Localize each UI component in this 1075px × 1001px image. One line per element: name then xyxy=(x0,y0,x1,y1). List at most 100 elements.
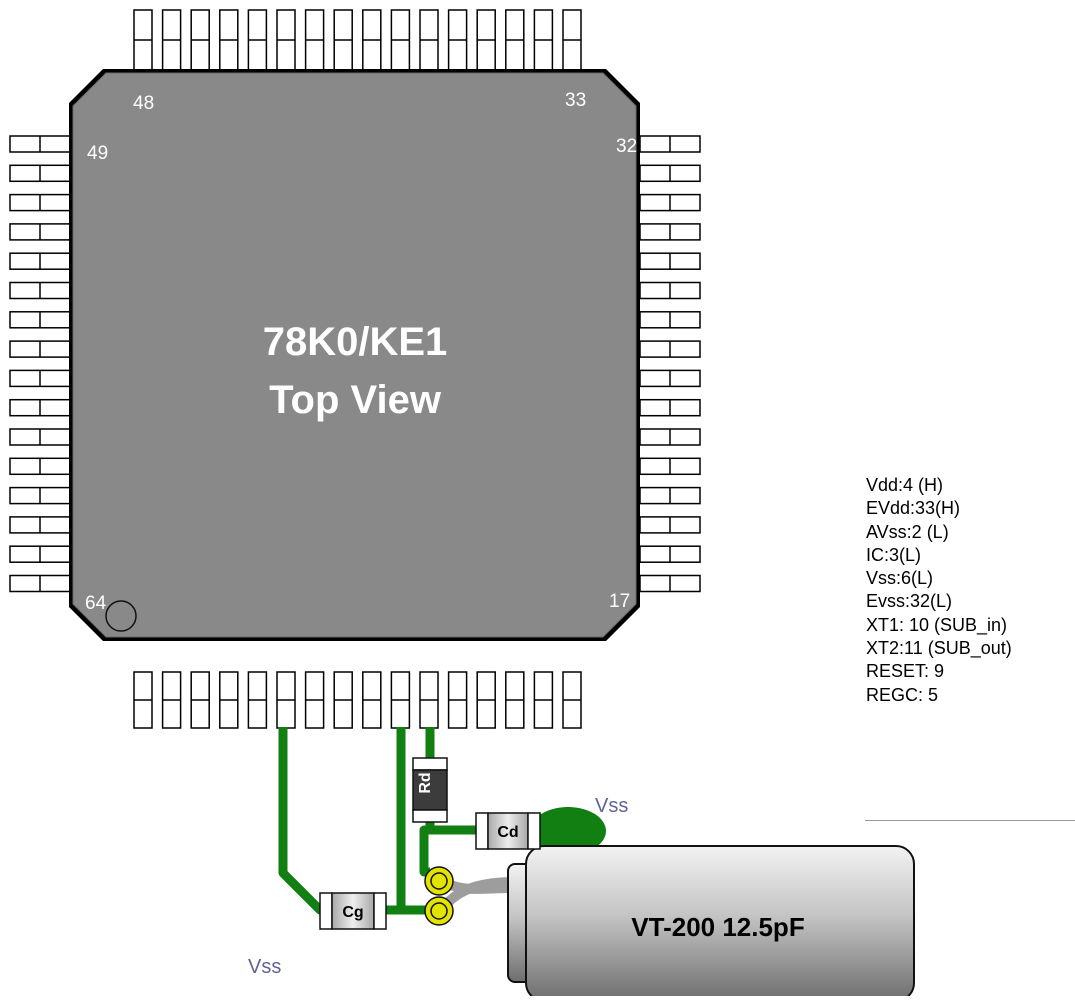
pin-34 xyxy=(533,9,554,71)
pin-label-33: 33 xyxy=(565,90,586,111)
vss-pad xyxy=(530,807,606,855)
crystal-pad-1 xyxy=(424,866,454,896)
pin-48 xyxy=(133,9,153,71)
pin-6 xyxy=(276,671,296,729)
pin-14 xyxy=(505,671,525,729)
pin-assignment-evdd: EVdd:33(H) xyxy=(866,498,961,519)
pin-21 xyxy=(639,457,701,476)
pins-left xyxy=(9,135,71,593)
pin-assignment-avss: AVss:2 (L) xyxy=(866,521,949,542)
pin-42 xyxy=(304,9,325,71)
pin-16 xyxy=(562,671,582,729)
pin-58 xyxy=(9,398,71,417)
rd-body xyxy=(412,769,448,811)
pin-50 xyxy=(9,164,71,183)
cd-end-left xyxy=(475,812,489,850)
pin-8 xyxy=(333,671,353,729)
cd-label: Cd xyxy=(497,824,518,841)
pins-bottom xyxy=(133,671,582,729)
pin-12 xyxy=(447,671,468,729)
pin-46 xyxy=(190,9,210,71)
pin-29 xyxy=(639,223,701,241)
pin-7 xyxy=(304,671,325,729)
pin-35 xyxy=(505,9,525,71)
rd-cap-top xyxy=(412,757,448,771)
pin-28 xyxy=(639,252,701,270)
pins-top xyxy=(133,9,582,71)
chip-title-line1: 78K0/KE1 xyxy=(263,320,448,364)
crystal-pad-2 xyxy=(424,896,454,926)
pin-55 xyxy=(9,311,71,329)
cd-body xyxy=(487,812,529,850)
rd-cap-bottom xyxy=(412,809,448,823)
cg-end-right xyxy=(373,892,387,930)
capacitor-cg[interactable]: Cg xyxy=(319,892,387,930)
pin-33 xyxy=(562,9,582,71)
crystal-pad-1-hole xyxy=(430,872,448,890)
pin-label-49: 49 xyxy=(87,143,108,164)
pin-label-16: 16 xyxy=(565,646,586,667)
rd-label: Rd xyxy=(417,772,434,793)
pin-61 xyxy=(9,486,71,505)
pin-3 xyxy=(190,671,210,729)
pin-60 xyxy=(9,457,71,476)
pin-52 xyxy=(9,223,71,241)
pin-15 xyxy=(533,671,554,729)
pin-23 xyxy=(639,398,701,417)
pin-49 xyxy=(9,135,71,153)
pin-label-48: 48 xyxy=(133,93,154,114)
pin-label-64: 64 xyxy=(85,593,107,614)
pin-37 xyxy=(447,9,468,71)
cg-end-left xyxy=(319,892,333,930)
crystal[interactable]: VT-200 12.5pF xyxy=(507,845,915,1001)
crystal-pad-2-hole xyxy=(430,902,448,920)
pin-32 xyxy=(639,135,701,153)
pin-47 xyxy=(161,9,182,71)
pin-assignment-ic: IC:3(L) xyxy=(866,544,922,565)
pin-54 xyxy=(9,281,71,300)
pin-19 xyxy=(639,516,701,534)
pin-51 xyxy=(9,193,71,212)
pin-36 xyxy=(476,9,496,71)
pin-45 xyxy=(219,9,239,71)
pin-17 xyxy=(639,574,701,593)
pin-56 xyxy=(9,340,71,358)
pin-40 xyxy=(362,9,382,71)
legend-divider xyxy=(865,820,1075,821)
net-label-vss-right: Vss xyxy=(595,795,628,817)
pin-5 xyxy=(247,671,268,729)
crystal-pads xyxy=(424,866,454,926)
pin-assignment-list: Vdd:4 (H) EVdd:33(H) AVss:2 (L) IC:3(L) … xyxy=(866,474,1012,707)
pin-assignment-xt1: XT1: 10 (SUB_in) xyxy=(866,614,1008,635)
net-label-vss-left: Vss xyxy=(248,956,281,978)
pin-22 xyxy=(639,428,701,446)
pin-64 xyxy=(9,574,71,593)
pin-9 xyxy=(362,671,382,729)
pin-assignment-evss: Evss:32(L) xyxy=(866,591,953,612)
pin-59 xyxy=(9,428,71,446)
pins-right xyxy=(639,135,701,593)
pin-assignment-xt2: XT2:11 (SUB_out) xyxy=(866,638,1012,659)
crystal-label: VT-200 12.5pF xyxy=(631,912,804,942)
pin-43 xyxy=(276,9,296,71)
pin-assignment-vss: Vss:6(L) xyxy=(866,568,934,589)
resistor-rd[interactable]: Rd xyxy=(412,757,448,823)
pin-27 xyxy=(639,281,701,300)
pin-assignment-vdd: Vdd:4 (H) xyxy=(866,475,944,495)
trace-cg-vss xyxy=(278,727,332,915)
pin-39 xyxy=(390,9,411,71)
pin-62 xyxy=(9,516,71,534)
pin-44 xyxy=(247,9,268,71)
chip-body xyxy=(72,72,637,638)
pin-26 xyxy=(639,311,701,329)
pin-30 xyxy=(639,193,701,212)
capacitor-cd[interactable]: Cd xyxy=(475,812,541,850)
pin1-marker xyxy=(105,600,137,632)
pin-1 xyxy=(133,671,153,729)
pin-57 xyxy=(9,369,71,388)
crystal-body xyxy=(525,845,915,1001)
pin-24 xyxy=(639,369,701,388)
cg-label: Cg xyxy=(342,904,363,921)
